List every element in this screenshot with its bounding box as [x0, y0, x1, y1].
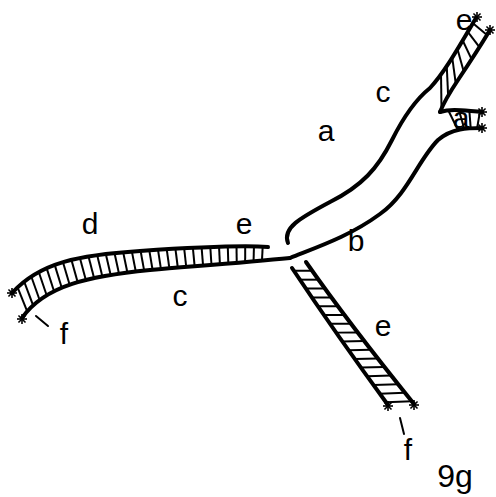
hatching	[18, 23, 487, 402]
end-star	[7, 288, 17, 298]
end-star	[485, 25, 495, 35]
segment-label: e	[235, 209, 254, 239]
rung	[447, 66, 448, 95]
rung	[473, 23, 487, 35]
rung	[184, 248, 186, 267]
rung	[210, 247, 211, 265]
rung	[71, 260, 77, 282]
leader-line	[400, 418, 404, 434]
segment-label: d	[81, 209, 100, 239]
rung	[355, 357, 378, 359]
rung	[202, 247, 203, 265]
rung	[312, 296, 332, 298]
segment-label: b	[347, 226, 366, 256]
segment-label: e	[374, 311, 393, 341]
rung	[55, 265, 62, 288]
rung	[349, 349, 371, 351]
strand	[306, 262, 414, 404]
rung	[235, 246, 237, 263]
end-star	[472, 12, 482, 22]
strand	[440, 30, 490, 112]
rung	[167, 249, 170, 268]
rung	[318, 305, 338, 307]
rung	[330, 323, 351, 325]
rung	[97, 255, 102, 276]
rung	[367, 375, 391, 378]
segment-label: a	[317, 116, 336, 146]
rung	[342, 340, 364, 342]
rung	[24, 282, 33, 306]
rung	[324, 314, 344, 316]
rung	[361, 366, 385, 369]
rung	[218, 247, 221, 265]
end-star	[17, 314, 27, 324]
rung	[386, 401, 412, 402]
rung	[114, 253, 119, 274]
rung	[244, 246, 246, 262]
rung	[158, 250, 161, 269]
rung	[31, 276, 39, 299]
rung	[141, 251, 145, 271]
rung	[80, 258, 86, 280]
rung	[452, 58, 456, 84]
rung	[463, 41, 472, 60]
end-star	[477, 107, 487, 117]
figure-number: 9g	[436, 460, 474, 492]
rung	[294, 270, 312, 272]
end-star	[409, 400, 419, 410]
strand	[22, 258, 290, 318]
segment-label: c	[172, 281, 189, 311]
rung	[193, 248, 195, 267]
segment-label: f	[403, 435, 413, 465]
rung	[440, 74, 442, 108]
rung	[18, 287, 28, 311]
end-marks	[7, 12, 495, 411]
rung	[253, 246, 255, 261]
rung	[39, 272, 47, 295]
segment-label: e	[455, 5, 474, 35]
rung	[132, 252, 136, 272]
rung	[261, 247, 264, 261]
rung	[227, 246, 230, 263]
rung	[469, 111, 470, 128]
end-star	[477, 123, 487, 133]
segment-label: a	[452, 103, 471, 133]
rung	[149, 250, 152, 269]
end-star	[383, 401, 393, 411]
rung	[300, 279, 319, 281]
rung	[380, 392, 405, 395]
rung	[106, 254, 111, 275]
rung	[306, 288, 325, 290]
strand	[287, 18, 476, 243]
rung	[458, 49, 464, 71]
rung	[89, 256, 95, 278]
leader-line	[36, 316, 48, 326]
segment-label: f	[59, 319, 69, 349]
rung	[47, 268, 54, 291]
rung	[373, 383, 398, 386]
rung	[336, 331, 357, 333]
rung	[175, 249, 177, 268]
rung	[63, 262, 70, 285]
segment-label: c	[375, 77, 392, 107]
rung	[123, 252, 127, 272]
